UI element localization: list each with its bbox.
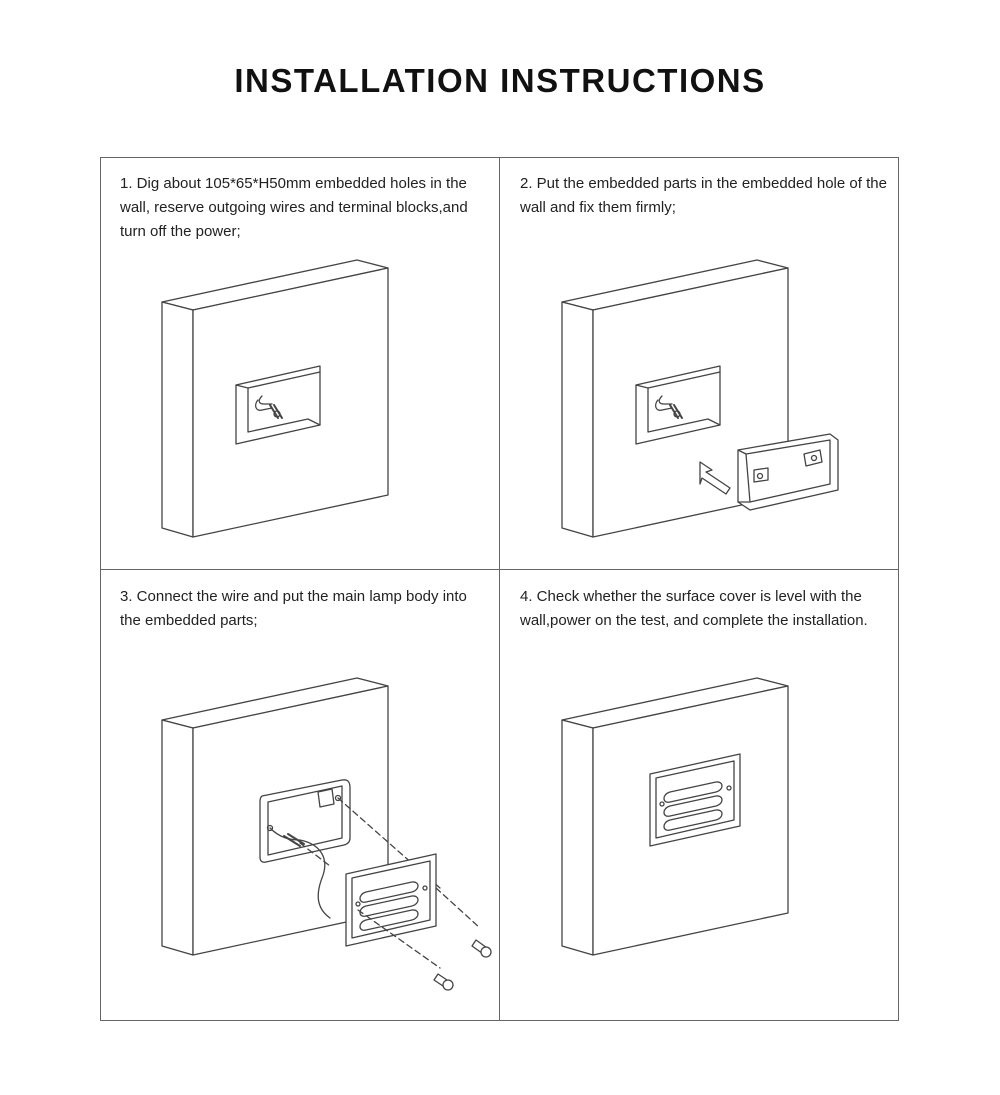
- embedded-box: [738, 434, 838, 510]
- step-3-illustration: [161, 677, 491, 990]
- step-4-illustration: [561, 677, 789, 956]
- step-2-text: 2. Put the embedded parts in the embedde…: [520, 175, 887, 216]
- arrow-icon: [700, 462, 730, 494]
- screw-icon: [472, 940, 491, 957]
- step-3-text: 3. Connect the wire and put the main lam…: [120, 588, 467, 629]
- page-title: INSTALLATION INSTRUCTIONS: [234, 62, 766, 99]
- screw-icon: [434, 974, 453, 990]
- grid-divider-vertical: [499, 157, 500, 1021]
- step-1-illustration: [161, 259, 389, 538]
- step-4-text: 4. Check whether the surface cover is le…: [520, 588, 868, 629]
- step-1-text: 1. Dig about 105*65*H50mm embedded holes…: [120, 175, 468, 240]
- grid-divider-horizontal: [100, 569, 899, 570]
- step-2-illustration: [561, 259, 838, 538]
